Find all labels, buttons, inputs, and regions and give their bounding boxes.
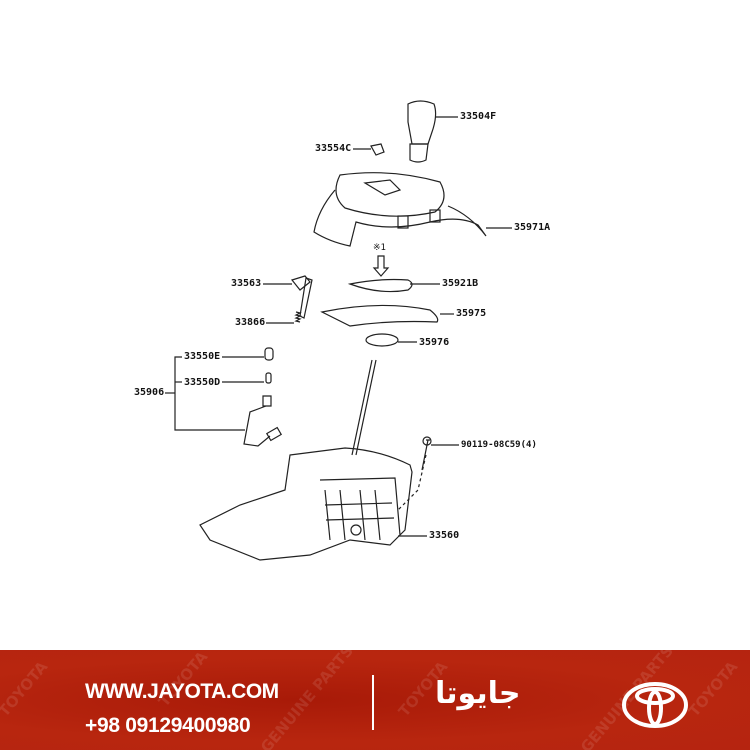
label-35971A: 35971A xyxy=(514,222,551,233)
phone-number[interactable]: +98 09129400980 xyxy=(85,714,251,737)
label-33866: 33866 xyxy=(235,317,266,328)
label-33550E: 33550E xyxy=(184,351,221,362)
watermark: TOYOTA xyxy=(0,657,52,721)
indicator-plate-drawing xyxy=(347,278,440,293)
brand-name: جایوتا xyxy=(435,676,521,711)
note-mark: ※1 xyxy=(373,243,386,253)
label-35906: 35906 xyxy=(134,387,165,398)
shift-lever-base-drawing xyxy=(199,359,459,561)
divider xyxy=(372,675,374,730)
lock-switch-drawing xyxy=(263,275,313,324)
website-link[interactable]: WWW.JAYOTA.COM xyxy=(85,680,279,703)
cover-plate-drawing xyxy=(365,333,417,347)
label-33563: 33563 xyxy=(231,278,262,289)
shift-knob-drawing xyxy=(407,100,458,163)
dust-cover-drawing xyxy=(320,304,454,327)
parts-diagram xyxy=(165,100,512,561)
label-33504F: 33504F xyxy=(460,111,497,122)
label-33554C: 33554C xyxy=(315,143,352,154)
label-35976: 35976 xyxy=(419,337,450,348)
footer-banner: TOYOTA TOYOTA GENUINE PARTS TOYOTA GENUI… xyxy=(0,650,750,750)
toyota-logo-icon xyxy=(622,682,688,728)
view-arrow xyxy=(372,255,390,277)
console-housing-drawing xyxy=(313,172,512,247)
watermark: TOYOTA xyxy=(684,657,742,721)
clip-drawing xyxy=(353,143,385,156)
label-33560: 33560 xyxy=(429,530,460,541)
label-90119: 90119-08C59(4) xyxy=(461,440,537,450)
bulb-socket-drawing xyxy=(165,347,283,447)
label-35975: 35975 xyxy=(456,308,487,319)
label-33550D: 33550D xyxy=(184,377,221,388)
label-35921B: 35921B xyxy=(442,278,479,289)
